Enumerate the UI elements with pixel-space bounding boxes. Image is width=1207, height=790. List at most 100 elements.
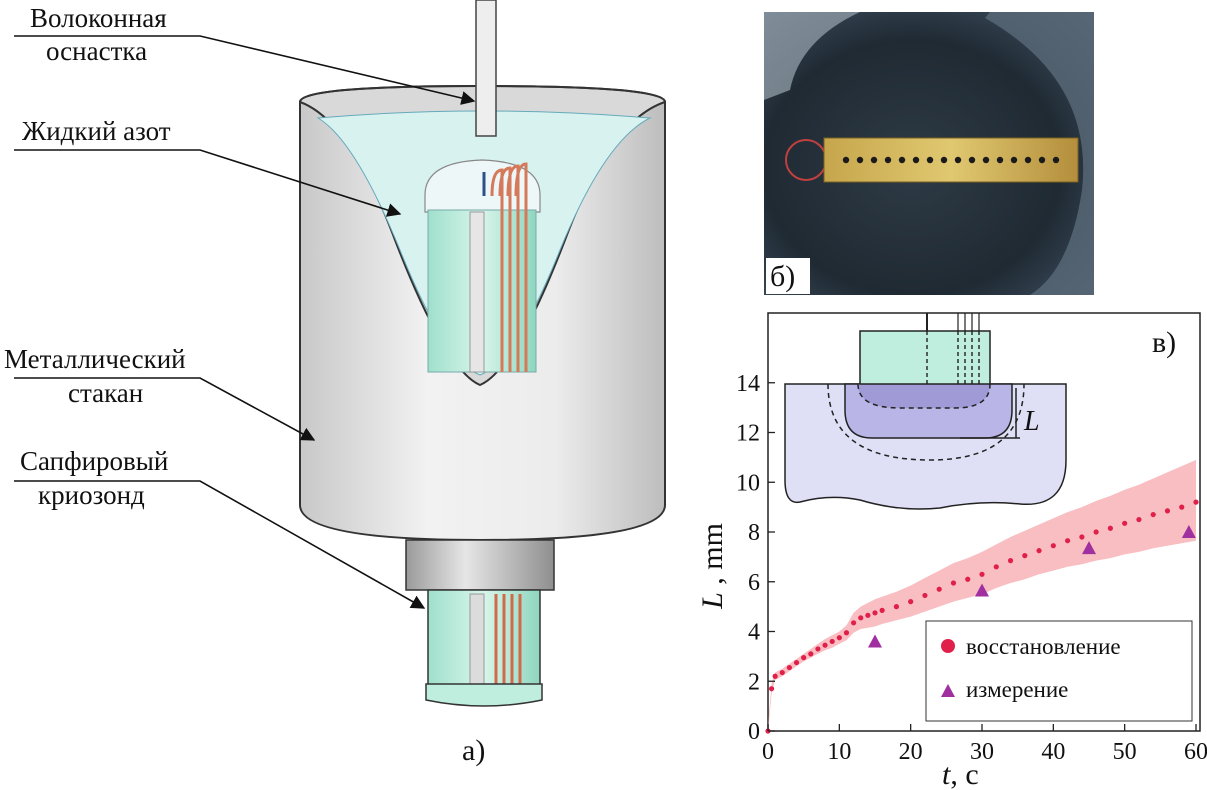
reconstruction-point [865,612,871,618]
reconstruction-point [965,576,971,582]
reconstruction-point [1093,529,1099,535]
measurement-point [1082,541,1096,555]
label-sapphire-probe: Сапфировый криозонд [14,446,426,609]
reconstruction-point [815,646,821,652]
reconstruction-point [908,599,914,605]
label-metal-cup: Металлический стакан [4,344,316,441]
legend-label-measurement: измерение [966,677,1068,702]
reconstruction-point [879,607,885,613]
reconstruction-point [1164,508,1171,514]
fiber-fixture-leader [14,35,476,105]
y-tick-label: 14 [736,371,760,397]
x-tick-label: 30 [970,739,994,765]
reconstruction-point [779,669,785,676]
reconstruction-point [1050,543,1056,549]
reconstruction-point [1193,499,1199,505]
reconstruction-point [1036,548,1042,554]
reconstruction-point [1136,516,1142,523]
reconstruction-point [950,580,957,586]
depth-chart: в) L [696,312,1207,790]
x-axis-label: t, c [942,758,979,790]
inner-probe-fibers [469,162,528,373]
reconstruction-point [808,651,814,657]
uncertainty-band-area [768,459,1196,731]
legend-marker-measurement [941,684,955,697]
reconstruction-point [979,571,985,577]
x-tick-label: 10 [827,739,851,765]
measurement-point [1181,525,1196,538]
legend-marker-reconstruction [941,639,955,653]
cryoprobe-fibers [469,593,522,701]
sapphire-probe-label-line1: Сапфировый [20,446,168,476]
measurement-point [975,583,989,597]
sample-disk-edge [985,12,1094,295]
reconstruction-point [1122,520,1128,526]
reconstruction-point [893,604,900,610]
fiber-strip [823,137,1079,183]
sapphire-probe-leader [14,480,426,609]
cryoprobe-tip [425,683,543,707]
y-tick-label: 8 [748,520,760,546]
reconstruction-point [1150,511,1156,518]
reconstruction-point [1079,534,1085,540]
label-liquid-nitrogen: Жидкий азот [14,116,402,217]
metal-cup-label-line2: стакан [68,378,143,408]
reconstruction-point [829,638,835,645]
fiber-strip-dots [842,156,1060,164]
freezing-inset: L [784,313,1067,510]
fiber-fixture-label-line1: Волоконная [30,3,167,33]
reconstruction-point [772,673,778,679]
x-tick-label: 40 [1041,739,1065,765]
reconstruction-point [1179,504,1185,510]
panel-c-label: в) [1152,326,1176,359]
reconstruction-point [1107,525,1113,531]
panel-b-label-bg [766,258,810,294]
inset-fibers [926,331,980,384]
y-axis-label: L , mm [696,523,729,610]
fiber-fixture-rod [475,0,497,137]
x-axis-var: t [942,758,951,790]
x-axis-unit: , c [950,758,978,790]
reconstruction-point [922,592,928,599]
reconstruction-point [851,620,857,626]
liquid-nitrogen-label: Жидкий азот [22,116,171,146]
reconstruction-point [843,630,850,636]
panel-a-label: а) [462,734,485,767]
inset-probe-footprint [857,383,991,409]
y-tick-label: 2 [748,669,760,695]
legend-label-reconstruction: восстановление [966,634,1121,659]
inset-probe [859,330,991,385]
reconstruction-point [786,664,793,671]
reconstruction-point [801,655,807,661]
y-tick-label: 10 [736,470,760,496]
reconstruction-point [1065,538,1071,544]
series-layer [765,499,1199,734]
reconstruction-point [936,586,942,592]
legend-box [925,620,1193,722]
reconstruction-point [793,659,800,666]
y-tick-label: 6 [748,570,760,596]
inset-depth-label: L [1023,406,1040,437]
reconstruction-point [822,642,828,648]
y-axis-unit: , mm [696,523,729,592]
y-tick-label: 4 [748,620,760,646]
chart-legend: восстановление измерение [925,620,1193,722]
cryoprobe-apparatus [298,0,667,707]
x-tick-label: 0 [762,739,774,765]
reconstruction-point [1007,558,1014,564]
liquid-nitrogen-leader [14,149,402,217]
reconstruction-point [872,610,878,616]
inset-isotherm-dashed [827,383,1025,461]
reconstruction-point [858,615,864,621]
measurement-point [868,634,882,648]
chart-frame [767,312,1201,732]
reconstruction-point [836,635,842,641]
uncertainty-band [768,459,1196,731]
y-axis-var: L [696,592,729,610]
sample-photograph: б) [764,12,1094,295]
inset-fiber-tops [926,313,980,331]
metal-cup-leader [14,377,316,441]
panel-b-label: б) [770,260,795,293]
